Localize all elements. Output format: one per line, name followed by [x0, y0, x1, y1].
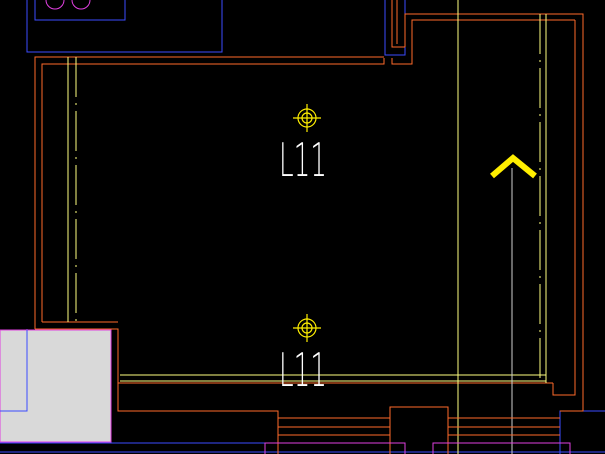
dashdot-centerlines	[75, 14, 541, 383]
top-left-box	[34, 0, 126, 21]
light-fixture-crosshair-icon	[293, 104, 321, 132]
orange-wall-lines	[34, 0, 584, 454]
yellow-structure-lines	[67, 0, 547, 454]
fixture-label: L11	[279, 133, 327, 187]
direction-arrow-up-icon	[490, 154, 537, 179]
magenta-circles-partial	[45, 0, 91, 10]
fixture-label: L11	[279, 343, 327, 397]
light-fixture-crosshair-icon	[293, 314, 321, 342]
stair-treads	[278, 417, 560, 444]
magenta-base-lines	[264, 442, 571, 454]
gray-panel-block	[0, 329, 112, 443]
